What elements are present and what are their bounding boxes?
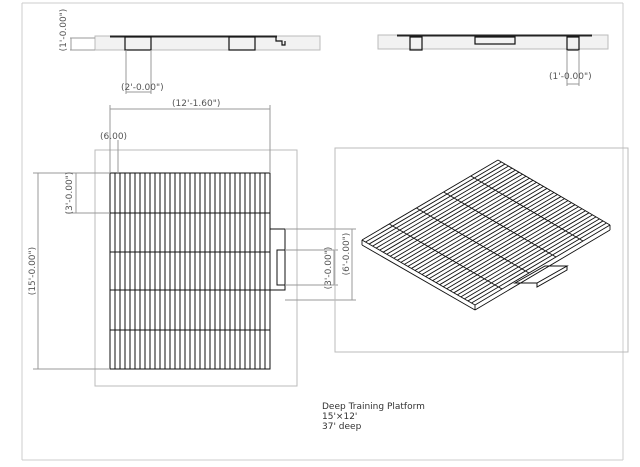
dimension-side-height: (1'-0.00") bbox=[59, 9, 69, 52]
side-view: (1'-0.00") (2'-0.00") bbox=[59, 9, 321, 94]
grating-line bbox=[439, 204, 576, 286]
grating-line bbox=[379, 169, 516, 251]
iso-grating bbox=[361, 159, 611, 311]
dimension-panel-width: (3'-0.00") bbox=[65, 172, 75, 215]
grating-line bbox=[474, 229, 611, 311]
grating-line bbox=[390, 175, 527, 257]
note-title: Deep Training Platform bbox=[322, 402, 425, 412]
grating-line bbox=[453, 212, 590, 294]
dimension-step-inner: (3'-0.00") bbox=[324, 247, 334, 290]
grating-line bbox=[474, 224, 611, 306]
grating-slats bbox=[109, 172, 271, 370]
grating-line bbox=[386, 173, 523, 255]
grating-line bbox=[388, 223, 503, 290]
grating-line bbox=[393, 177, 530, 259]
grating-line bbox=[382, 171, 520, 253]
title-note: Deep Training Platform 15'×12' 37' deep bbox=[322, 402, 425, 432]
grating-line bbox=[471, 222, 607, 304]
dimension-support-width: (2'-0.00") bbox=[121, 83, 164, 93]
grating-line bbox=[464, 218, 600, 300]
grating-line bbox=[446, 208, 583, 290]
grating-line bbox=[375, 167, 513, 249]
dimension-overall-width: (12'-1.60") bbox=[172, 99, 220, 109]
isometric-view bbox=[334, 147, 629, 353]
grating-line bbox=[421, 194, 558, 275]
note-size: 15'×12' bbox=[322, 412, 358, 422]
grating-line bbox=[428, 198, 565, 279]
dimension-overall-length: (15'-0.00") bbox=[28, 247, 38, 295]
grating-line bbox=[418, 192, 555, 273]
grating-line bbox=[361, 159, 499, 241]
grating-line bbox=[361, 244, 476, 311]
front-view: (1'-0.00") bbox=[377, 34, 609, 86]
grating-line bbox=[435, 202, 572, 284]
grating-line bbox=[404, 183, 541, 265]
grating-line bbox=[432, 200, 569, 282]
grating-line bbox=[416, 207, 530, 274]
dimension-front-height: (1'-0.00") bbox=[549, 72, 592, 82]
grating-line bbox=[400, 181, 537, 263]
note-depth: 37' deep bbox=[322, 422, 362, 432]
grating-line bbox=[372, 165, 509, 247]
plan-view: (12'-1.60") (6.00) (15'-0.00") (3'-0.00"… bbox=[28, 99, 356, 387]
grating-line bbox=[365, 161, 502, 243]
grating-line bbox=[442, 206, 579, 288]
dimension-edge-offset: (6.00) bbox=[100, 132, 127, 142]
dimension-step-length: (6'-0.00") bbox=[342, 233, 352, 276]
grating-line bbox=[467, 220, 604, 302]
grating-line bbox=[470, 175, 584, 242]
grating-line bbox=[411, 188, 548, 269]
grating-line bbox=[368, 163, 506, 245]
grating-line bbox=[443, 191, 557, 258]
grating-line bbox=[407, 186, 544, 267]
grating-line bbox=[457, 214, 593, 296]
grating-line bbox=[460, 216, 597, 298]
grating-line bbox=[425, 196, 562, 277]
grating-line bbox=[397, 179, 534, 261]
grating-line bbox=[414, 190, 551, 271]
sheet-border bbox=[21, 2, 624, 461]
grating-line bbox=[450, 210, 586, 292]
